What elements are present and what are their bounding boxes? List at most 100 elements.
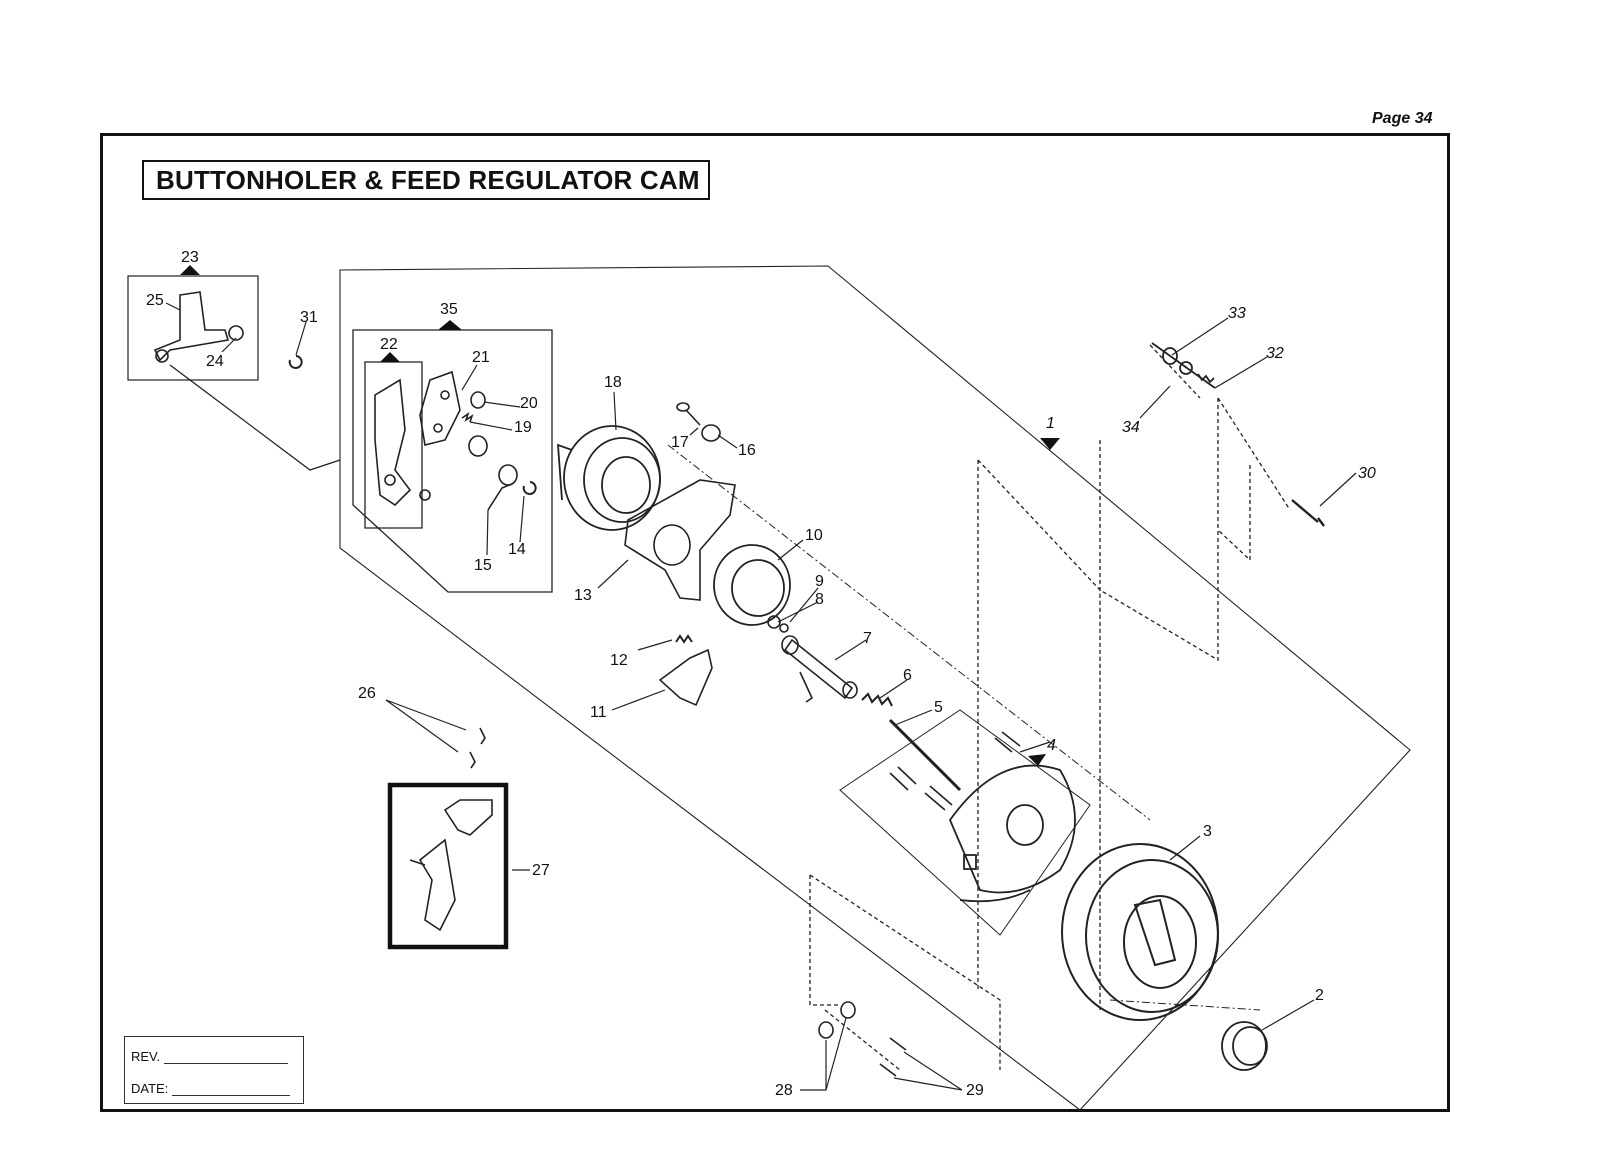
part-16-washer <box>701 424 721 442</box>
group-4-box <box>839 709 1091 936</box>
callout-25: 25 <box>146 292 164 309</box>
callout-3: 3 <box>1203 823 1212 840</box>
leader-21 <box>461 364 478 391</box>
callout-34: 34 <box>1122 419 1140 436</box>
leader-24 <box>221 337 237 353</box>
leader-31 <box>295 321 307 356</box>
part-31-clip <box>288 355 303 369</box>
leader-20 <box>483 401 521 408</box>
callout-10: 10 <box>805 527 823 544</box>
rev-label: REV. <box>131 1049 161 1064</box>
dashed-frame-b <box>1099 398 1251 662</box>
leader-8 <box>777 601 819 623</box>
axis-line-main <box>667 444 1261 1011</box>
part-10-cam <box>713 544 791 626</box>
callout-17: 17 <box>671 434 689 451</box>
leader-17 <box>689 427 699 436</box>
part-4-plate <box>948 764 1076 903</box>
part-22-lever <box>374 378 431 507</box>
part-7-shaft <box>781 635 858 703</box>
callout-4: 4 <box>1047 737 1056 754</box>
group-22-box <box>364 361 423 529</box>
callout-13: 13 <box>574 587 592 604</box>
leader-32 <box>1214 356 1268 389</box>
callout-2: 2 <box>1315 987 1324 1004</box>
leader-33 <box>1171 317 1229 356</box>
leader-34 <box>1139 385 1171 419</box>
parts-32-34-screw-washers <box>1151 342 1216 389</box>
leader-23-link <box>169 364 341 471</box>
marker-22 <box>380 352 400 362</box>
callout-30: 30 <box>1358 465 1376 482</box>
part-6-spring <box>861 692 893 707</box>
part-3-pulley <box>1061 843 1219 1021</box>
callout-19: 19 <box>514 419 532 436</box>
parts-8-9-nut-washer <box>767 615 789 633</box>
callout-33: 33 <box>1228 305 1246 322</box>
part-4-studs <box>889 731 1021 811</box>
leader-13 <box>597 559 629 589</box>
leader-12 <box>637 639 673 651</box>
callout-15: 15 <box>474 557 492 574</box>
leader-29 <box>893 1051 963 1091</box>
callout-31: 31 <box>300 309 318 326</box>
part-5-rod <box>888 718 962 792</box>
leader-6 <box>879 679 908 699</box>
rev-line <box>164 1051 289 1064</box>
part-14-clip <box>522 481 537 495</box>
callout-22: 22 <box>380 336 398 353</box>
leader-26 <box>385 699 467 753</box>
part-13-plate <box>624 479 736 601</box>
leader-15 <box>486 509 489 556</box>
leader-18 <box>613 391 617 431</box>
part-12-spring <box>675 634 693 644</box>
callout-20: 20 <box>520 395 538 412</box>
leader-14 <box>519 495 525 543</box>
part-30-screw <box>1291 499 1325 527</box>
dashed-frame-c <box>809 874 1001 1070</box>
leader-28 <box>800 1017 847 1091</box>
callout-8: 8 <box>815 591 824 608</box>
axis-line-30 <box>1217 397 1291 511</box>
marker-1 <box>1040 438 1060 450</box>
callout-5: 5 <box>934 699 943 716</box>
callout-9: 9 <box>815 573 824 590</box>
leader-2 <box>1261 999 1315 1031</box>
part-11-lever <box>658 648 713 707</box>
callout-11: 11 <box>590 704 607 721</box>
part-25-bracket <box>153 291 244 363</box>
leader-25 <box>165 302 181 311</box>
revision-block: REV. DATE: <box>124 1036 304 1104</box>
marker-23 <box>180 265 200 275</box>
callout-21: 21 <box>472 349 490 366</box>
part-27-assembly <box>409 799 493 932</box>
leader-19 <box>469 421 513 431</box>
page-number: Page 34 <box>1372 110 1433 127</box>
callout-32: 32 <box>1266 345 1284 362</box>
leader-30 <box>1319 472 1357 507</box>
callout-24: 24 <box>206 353 224 370</box>
marker-35 <box>438 320 462 330</box>
callout-12: 12 <box>610 652 628 669</box>
callout-27: 27 <box>532 862 550 879</box>
part-21-lever <box>419 370 461 446</box>
callout-1: 1 <box>1046 415 1055 432</box>
group-23-box <box>127 275 259 381</box>
leader-16 <box>717 434 738 449</box>
callout-6: 6 <box>903 667 912 684</box>
leader-5 <box>894 709 933 726</box>
callout-26: 26 <box>358 685 376 702</box>
callout-28: 28 <box>775 1082 793 1099</box>
leader-4 <box>1019 741 1051 753</box>
leader-11 <box>611 689 666 711</box>
callout-23: 23 <box>181 249 199 266</box>
callout-35: 35 <box>440 301 458 318</box>
leader-7 <box>834 639 867 661</box>
callout-14: 14 <box>508 541 526 558</box>
callout-29: 29 <box>966 1082 984 1099</box>
marker-4 <box>1028 754 1046 766</box>
axis-line-33 <box>1149 344 1201 399</box>
date-label: DATE: <box>131 1081 169 1096</box>
callout-7: 7 <box>863 630 872 647</box>
